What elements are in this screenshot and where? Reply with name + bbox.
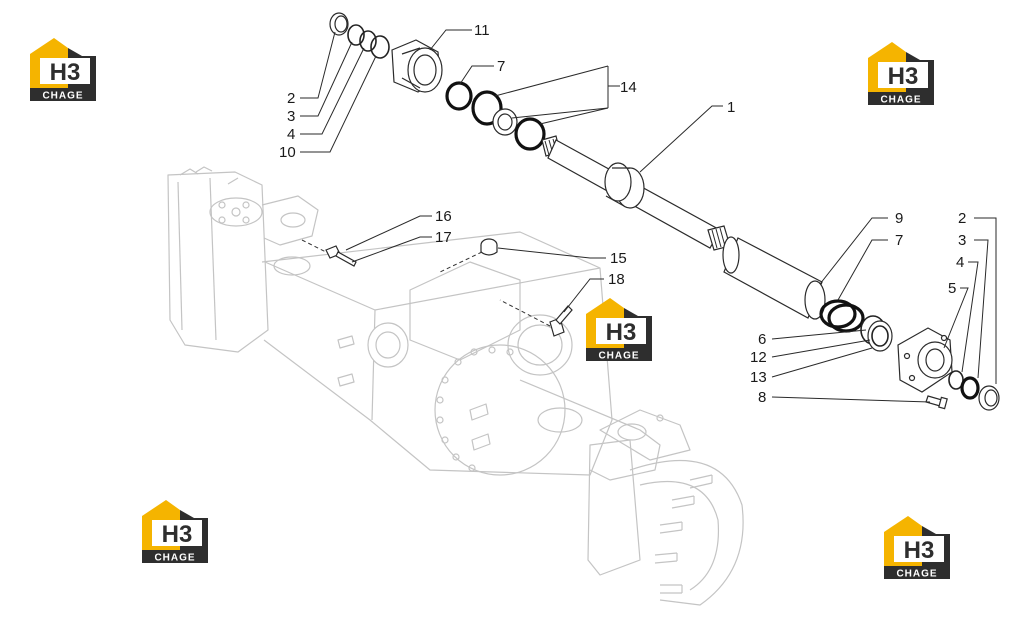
axle-housing-ghost <box>167 166 744 606</box>
callout-10: 10 <box>279 144 296 161</box>
cylinder-barrel <box>722 236 826 320</box>
callout-7-right: 7 <box>895 232 903 249</box>
logo-caption-text: CHAGE <box>880 95 921 106</box>
piston-rod <box>541 135 731 251</box>
callout-17: 17 <box>435 229 452 246</box>
callout-4-right: 4 <box>956 254 964 271</box>
logo-mark-text: H3 <box>162 521 193 548</box>
logo-mark-text: H3 <box>606 319 637 346</box>
callout-3-left: 3 <box>287 108 295 125</box>
logo-mark-text: H3 <box>50 59 81 86</box>
callout-18: 18 <box>608 271 625 288</box>
logo-caption-text: CHAGE <box>598 351 639 362</box>
housing-fasteners <box>301 238 573 337</box>
callout-2-left: 2 <box>287 90 295 107</box>
logo-mark-text: H3 <box>904 537 935 564</box>
callout-15: 15 <box>610 250 627 267</box>
callout-6: 6 <box>758 331 766 348</box>
logo-caption-text: CHAGE <box>896 569 937 580</box>
callout-4-left: 4 <box>287 126 295 143</box>
callout-8: 8 <box>758 389 766 406</box>
flange-bolts-ghost <box>436 346 514 472</box>
callout-3-right: 3 <box>958 232 966 249</box>
callout-5: 5 <box>948 280 956 297</box>
callout-11: 11 <box>474 22 490 39</box>
callout-14: 14 <box>620 79 637 96</box>
logo-mark-text: H3 <box>888 63 919 90</box>
cylinder-head-parts <box>329 12 546 151</box>
callout-labels: 11 7 14 1 2 3 4 10 9 7 2 3 4 5 6 12 13 8… <box>279 22 966 406</box>
callout-9: 9 <box>895 210 903 227</box>
logo-caption-text: CHAGE <box>42 91 83 102</box>
callout-13: 13 <box>750 369 767 386</box>
callout-1: 1 <box>727 99 735 116</box>
cylinder-base-parts <box>819 299 1000 411</box>
callout-7-top: 7 <box>497 58 505 75</box>
logo-caption-text: CHAGE <box>154 553 195 564</box>
callout-16: 16 <box>435 208 452 225</box>
callout-2-right: 2 <box>958 210 966 227</box>
leader-lines <box>300 29 997 403</box>
wheel-studs-ghost <box>654 474 713 594</box>
callout-12: 12 <box>750 349 767 366</box>
